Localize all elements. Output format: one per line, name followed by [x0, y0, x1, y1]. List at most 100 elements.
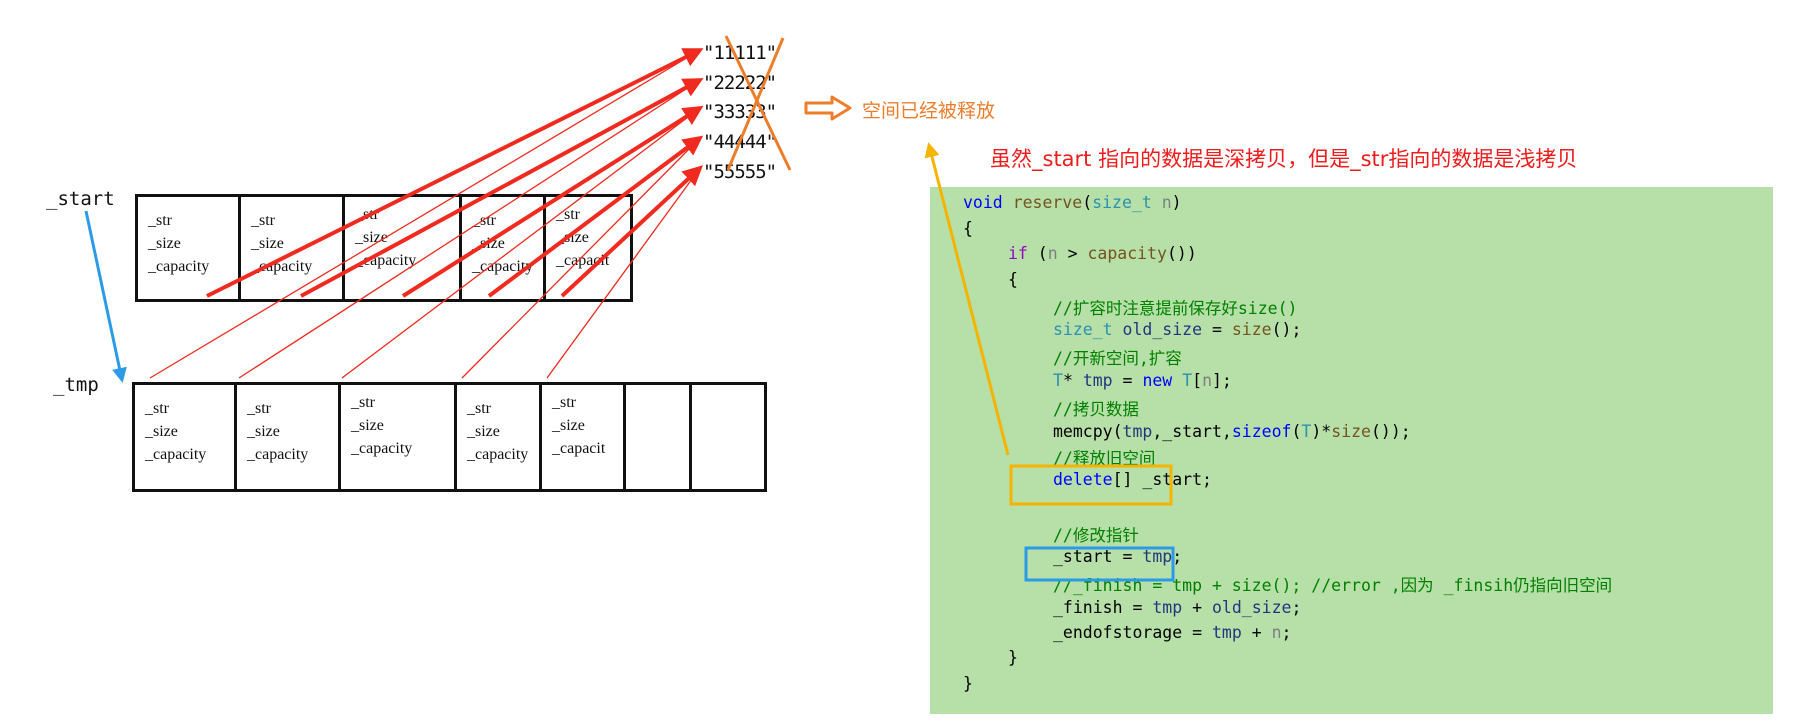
old-str-pointer-arrow-2: [300, 78, 704, 298]
code-token: T: [1182, 371, 1193, 390]
code-comment: //扩容时注意提前保存好size(): [1053, 299, 1298, 318]
code-token: T: [1301, 422, 1312, 441]
code-token: new: [1142, 371, 1173, 390]
string-literal-1: "11111": [703, 42, 777, 64]
code-token: ());: [1370, 422, 1411, 441]
cell-capacity-field: _capacity: [148, 258, 210, 275]
assign-highlight-box: [1024, 546, 1175, 582]
code-token: ;: [1172, 547, 1183, 566]
new-array-cell: _str _size _capacity: [457, 385, 542, 489]
old-array-cell: _str _size _capacity: [138, 197, 241, 299]
code-token: _endofstorage =: [1053, 623, 1212, 642]
cell-size-field: _size: [251, 235, 284, 252]
delete-highlight-box: [1009, 464, 1173, 506]
code-line: }: [1008, 648, 1018, 667]
freed-cross-mark: [726, 37, 785, 171]
code-token: tmp: [1152, 598, 1183, 617]
freed-space-note: 空间已经被释放: [862, 100, 996, 122]
new-array-cell: _str _size _capacity: [237, 385, 341, 489]
code-line: }: [963, 674, 973, 693]
delete-to-freed-arrow: [924, 142, 1010, 456]
code-line: size_t old_size = size();: [1053, 320, 1301, 339]
code-token: old_size: [1122, 320, 1203, 339]
code-comment: //释放旧空间: [1053, 449, 1156, 468]
code-token: ,_start,: [1152, 422, 1232, 441]
code-token: size: [1331, 422, 1371, 441]
code-token: (: [1112, 422, 1123, 441]
code-token: memcpy: [1053, 422, 1113, 441]
old-str-pointer-arrow-1: [206, 48, 704, 298]
shallow-copy-note: 虽然_start 指向的数据是深拷贝，但是_str指向的数据是浅拷贝: [990, 147, 1578, 171]
cell-str-field: _str: [467, 400, 491, 417]
code-token: ()): [1166, 244, 1197, 263]
code-token: sizeof: [1231, 422, 1292, 441]
code-token: capacity: [1087, 244, 1167, 263]
code-token: n: [1271, 623, 1282, 642]
code-line: {: [963, 219, 973, 238]
code-line: T* tmp = new T[n];: [1053, 371, 1232, 390]
code-token: n: [1202, 371, 1212, 390]
cell-str-field: _str: [556, 206, 580, 223]
freed-arrow-icon: [804, 95, 852, 121]
code-token: tmp: [1122, 422, 1153, 441]
string-literal-5: "55555": [703, 161, 777, 183]
cell-size-field: _size: [351, 417, 384, 434]
code-token: if: [1008, 244, 1028, 263]
code-panel: void reserve(size_t n) { if (n > capacit…: [930, 187, 1773, 714]
new-str-pointer-line-2: [238, 79, 701, 379]
code-token: tmp: [1211, 623, 1242, 642]
code-token: ;: [1291, 598, 1302, 617]
code-token: _finish =: [1053, 598, 1153, 617]
cell-size-field: _size: [247, 423, 280, 440]
code-token: T: [1053, 371, 1063, 390]
new-str-pointer-line-4: [461, 137, 701, 379]
code-token: (: [1291, 422, 1302, 441]
code-token: (: [1027, 244, 1048, 263]
code-comment: //修改指针: [1053, 526, 1139, 545]
code-token: n: [1047, 244, 1058, 263]
code-token: ): [1171, 193, 1182, 212]
new-array-cell: _str _size _capacit: [542, 385, 626, 489]
cell-str-field: _str: [247, 400, 271, 417]
code-token: size: [1231, 320, 1272, 339]
code-token: *: [1062, 371, 1083, 390]
old-str-pointer-arrow-5: [560, 165, 703, 298]
code-token: =: [1112, 371, 1143, 390]
code-token: )*: [1311, 422, 1332, 441]
code-token: old_size: [1211, 598, 1292, 617]
code-token: n: [1161, 193, 1172, 212]
cell-size-field: _size: [145, 423, 178, 440]
code-token: +: [1182, 598, 1212, 617]
code-comment: //拷贝数据: [1053, 400, 1139, 419]
code-token: (: [1082, 193, 1093, 212]
string-literal-2: "22222": [703, 72, 777, 94]
code-line: _endofstorage = tmp + n;: [1053, 623, 1291, 642]
new-array-empty-cell: [626, 385, 692, 489]
cell-capacity-field: _capacity: [247, 446, 309, 463]
code-line: void reserve(size_t n): [963, 193, 1182, 212]
cell-size-field: _size: [467, 423, 500, 440]
cell-capacity-field: _capacity: [472, 258, 534, 275]
old-str-pointer-arrow-3: [401, 105, 704, 298]
cell-str-field: _str: [251, 212, 275, 229]
cell-capacity-field: _capacity: [467, 446, 529, 463]
cell-capacity-field: _capacity: [145, 446, 207, 463]
new-array: _str _size _capacity _str _size _capacit…: [132, 382, 767, 492]
code-comment: //开新空间,扩容: [1053, 349, 1182, 368]
old-str-pointer-arrow-4: [487, 135, 704, 298]
code-token: [: [1192, 371, 1203, 390]
tmp-pointer-label: _tmp: [53, 374, 99, 396]
cell-capacity-field: _capacit: [552, 440, 606, 457]
new-array-cell: _str _size _capacity: [135, 385, 237, 489]
old-array-cell: _str _size _capacity: [241, 197, 345, 299]
new-str-pointer-line-1: [149, 49, 701, 379]
cell-str-field: _str: [148, 212, 172, 229]
code-token: tmp: [1082, 371, 1113, 390]
code-token: ();: [1271, 320, 1302, 339]
cell-size-field: _size: [552, 417, 585, 434]
code-token: size_t: [1092, 193, 1152, 212]
cell-capacity-field: _capacity: [351, 440, 413, 457]
cell-size-field: _size: [148, 235, 181, 252]
cell-str-field: _str: [552, 394, 576, 411]
